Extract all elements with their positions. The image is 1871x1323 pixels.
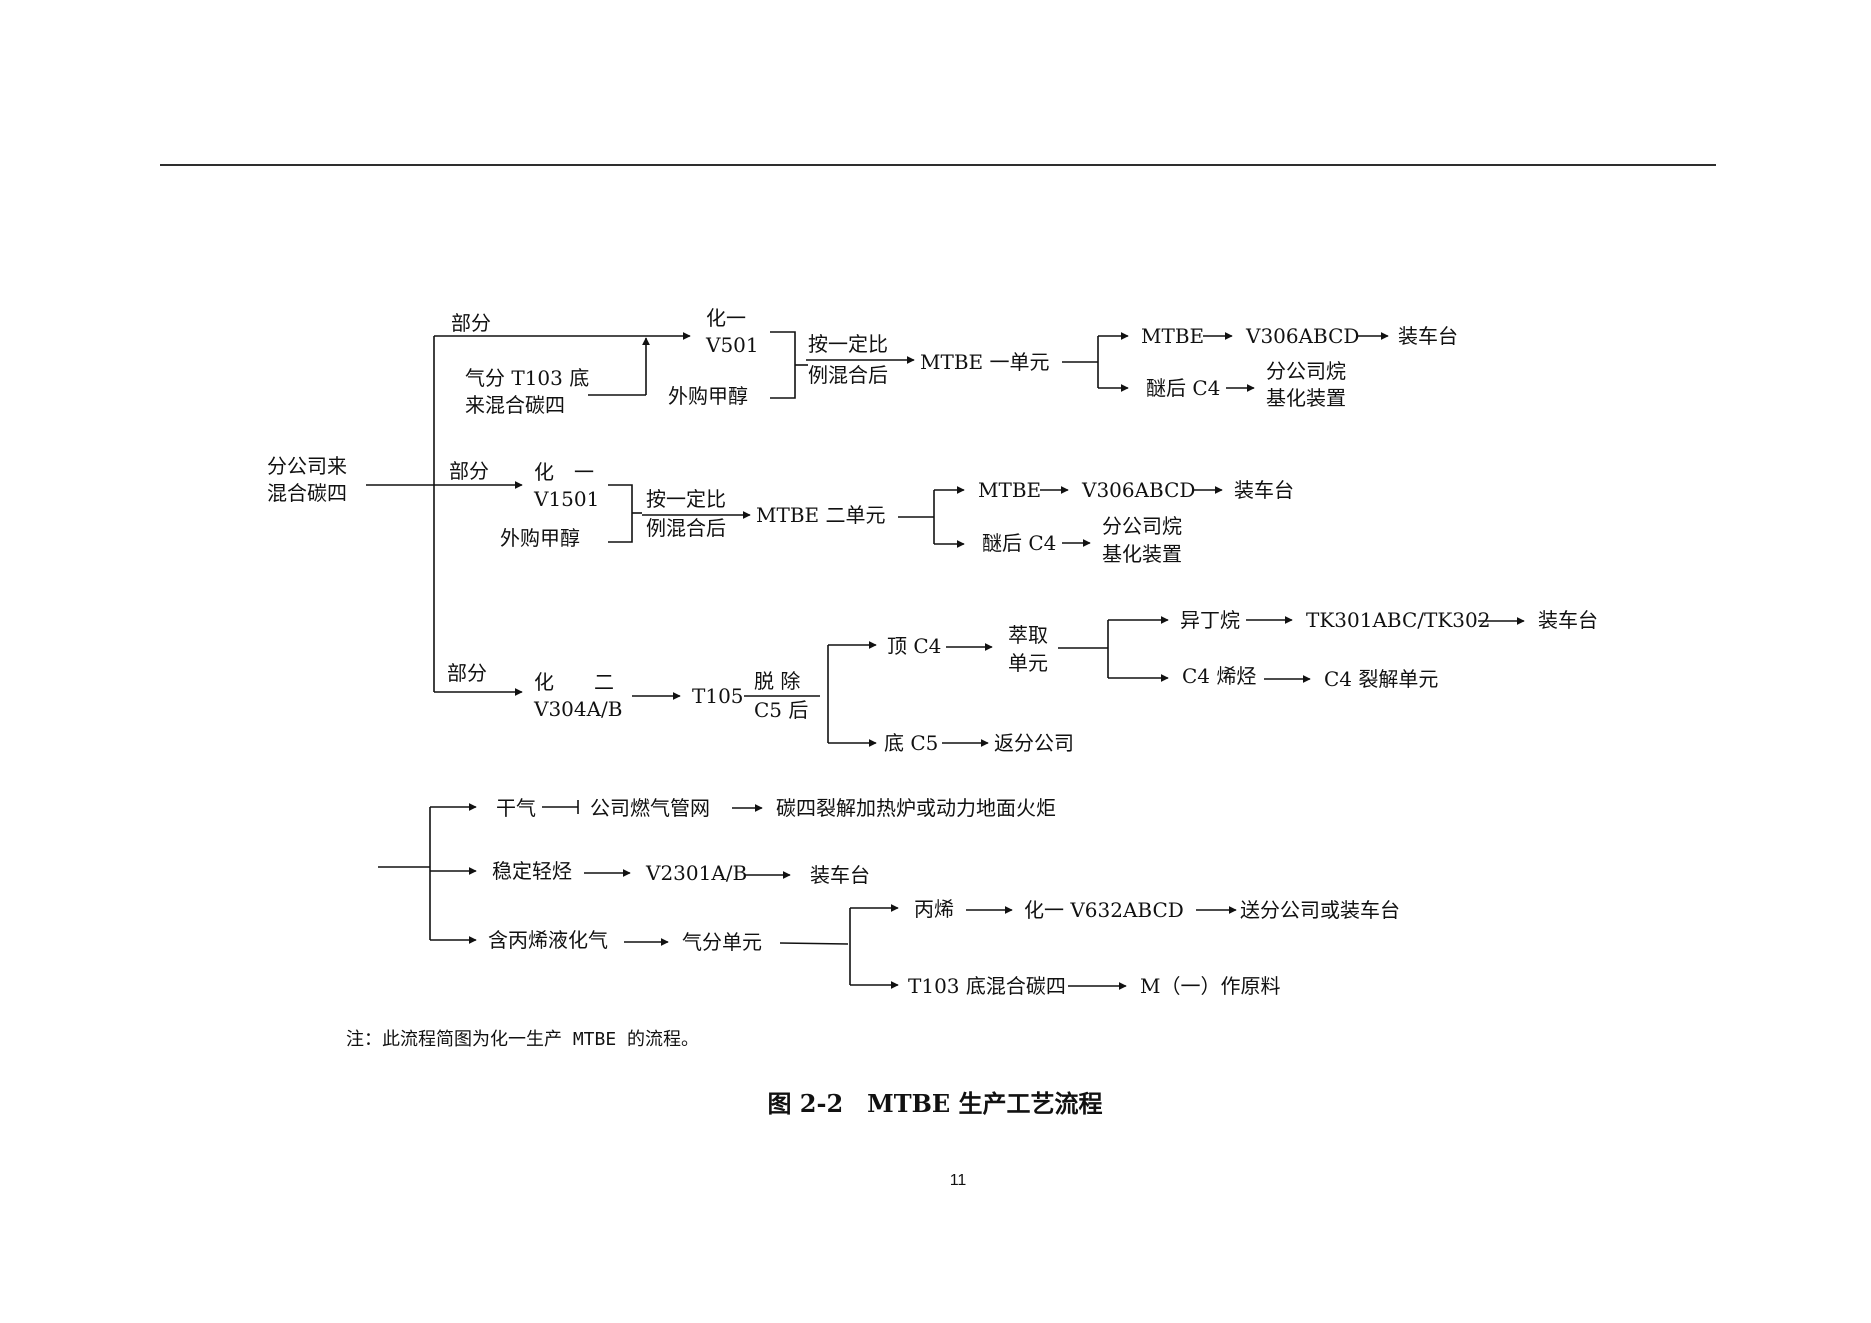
stable-light-hc: 稳定轻烃 — [492, 859, 572, 883]
tank-v2301: V2301A/B — [645, 861, 747, 885]
m1-feedstock: M（一）作原料 — [1140, 974, 1280, 998]
alkylation-2-line1: 分公司烷 — [1102, 514, 1182, 538]
store-v306-2: V306ABCD — [1081, 478, 1195, 502]
mix-label-2-line2: 例混合后 — [646, 516, 726, 540]
feed-t103-line1: 气分 T103 底 — [465, 366, 589, 390]
loading-rack-4: 装车台 — [810, 863, 870, 887]
feed-t103-line2: 来混合碳四 — [465, 393, 565, 417]
gas-unit-connector — [779, 942, 849, 945]
mtbe-unit-1: MTBE 一单元 — [920, 350, 1049, 374]
source-label-line2: 混合碳四 — [267, 481, 347, 505]
loading-rack-2: 装车台 — [1234, 478, 1294, 502]
part-label-1: 部分 — [451, 311, 491, 335]
mix-label-1-line1: 按一定比 — [808, 332, 888, 356]
dry-gas: 干气 — [496, 796, 536, 820]
return-branch: 返分公司 — [994, 731, 1074, 755]
tank-v1501-line2: V1501 — [533, 487, 599, 511]
alkylation-1-line1: 分公司烷 — [1266, 359, 1346, 383]
mtbe-product-2: MTBE — [978, 478, 1041, 502]
tank-v501-line2: V501 — [705, 333, 759, 357]
ether-c4-1: 醚后 C4 — [1146, 376, 1220, 400]
c4-olefin: C4 烯烃 — [1182, 664, 1256, 688]
tank-v501-line1: 化一 — [706, 306, 746, 330]
alkylation-2-line2: 基化装置 — [1102, 542, 1182, 566]
store-v306-1: V306ABCD — [1245, 324, 1359, 348]
send-branch-or-loading: 送分公司或装车台 — [1240, 898, 1400, 922]
alkylation-1-line2: 基化装置 — [1266, 386, 1346, 410]
loading-rack-3: 装车台 — [1538, 608, 1598, 632]
mix-label-2-line1: 按一定比 — [646, 487, 726, 511]
propylene-lpg: 含丙烯液化气 — [488, 928, 608, 952]
tower-t105: T105 — [692, 684, 744, 708]
part-label-2: 部分 — [449, 459, 489, 483]
extract-unit-line1: 萃取 — [1008, 623, 1048, 647]
loading-rack-1: 装车台 — [1398, 324, 1458, 348]
t103-bottom-c4: T103 底混合碳四 — [908, 974, 1066, 998]
c4-cracking-unit: C4 裂解单元 — [1324, 667, 1438, 691]
tank-v1501-line1: 化 一 — [534, 460, 594, 484]
furnace-flare: 碳四裂解加热炉或动力地面火炬 — [776, 796, 1056, 820]
remove-c5-line2: C5 后 — [754, 698, 808, 722]
figure-note: 注：此流程简图为化一生产 MTBE 的流程。 — [346, 1029, 699, 1050]
page-number: 11 — [950, 1172, 967, 1189]
source-label-line1: 分公司来 — [267, 454, 347, 478]
remove-c5-line1: 脱 除 — [754, 669, 800, 693]
tank-v632: 化一 V632ABCD — [1024, 898, 1184, 922]
isobutane: 异丁烷 — [1180, 608, 1240, 632]
merge-bracket-1 — [770, 331, 796, 399]
bottom-c5: 底 C5 — [884, 731, 938, 755]
extract-unit-line2: 单元 — [1008, 651, 1048, 675]
mtbe-unit-2: MTBE 二单元 — [756, 503, 885, 527]
tank-v304-line1: 化 二 — [534, 670, 614, 694]
fuel-gas-grid: 公司燃气管网 — [590, 796, 710, 820]
tank-tk301: TK301ABC/TK302 — [1306, 608, 1490, 632]
gas-fractionation-unit: 气分单元 — [682, 930, 762, 954]
ether-c4-2: 醚后 C4 — [982, 531, 1056, 555]
figure-caption: 图 2-2 MTBE 生产工艺流程 — [767, 1089, 1102, 1118]
top-c4: 顶 C4 — [887, 634, 941, 658]
merge-bracket-2 — [608, 484, 633, 543]
propylene: 丙烯 — [914, 897, 954, 921]
methanol-2: 外购甲醇 — [500, 526, 580, 550]
methanol-1: 外购甲醇 — [668, 384, 748, 408]
tank-v304-line2: V304A/B — [533, 697, 623, 721]
part-label-3: 部分 — [447, 661, 487, 685]
mtbe-product-1: MTBE — [1141, 324, 1204, 348]
mix-label-1-line2: 例混合后 — [808, 363, 888, 387]
